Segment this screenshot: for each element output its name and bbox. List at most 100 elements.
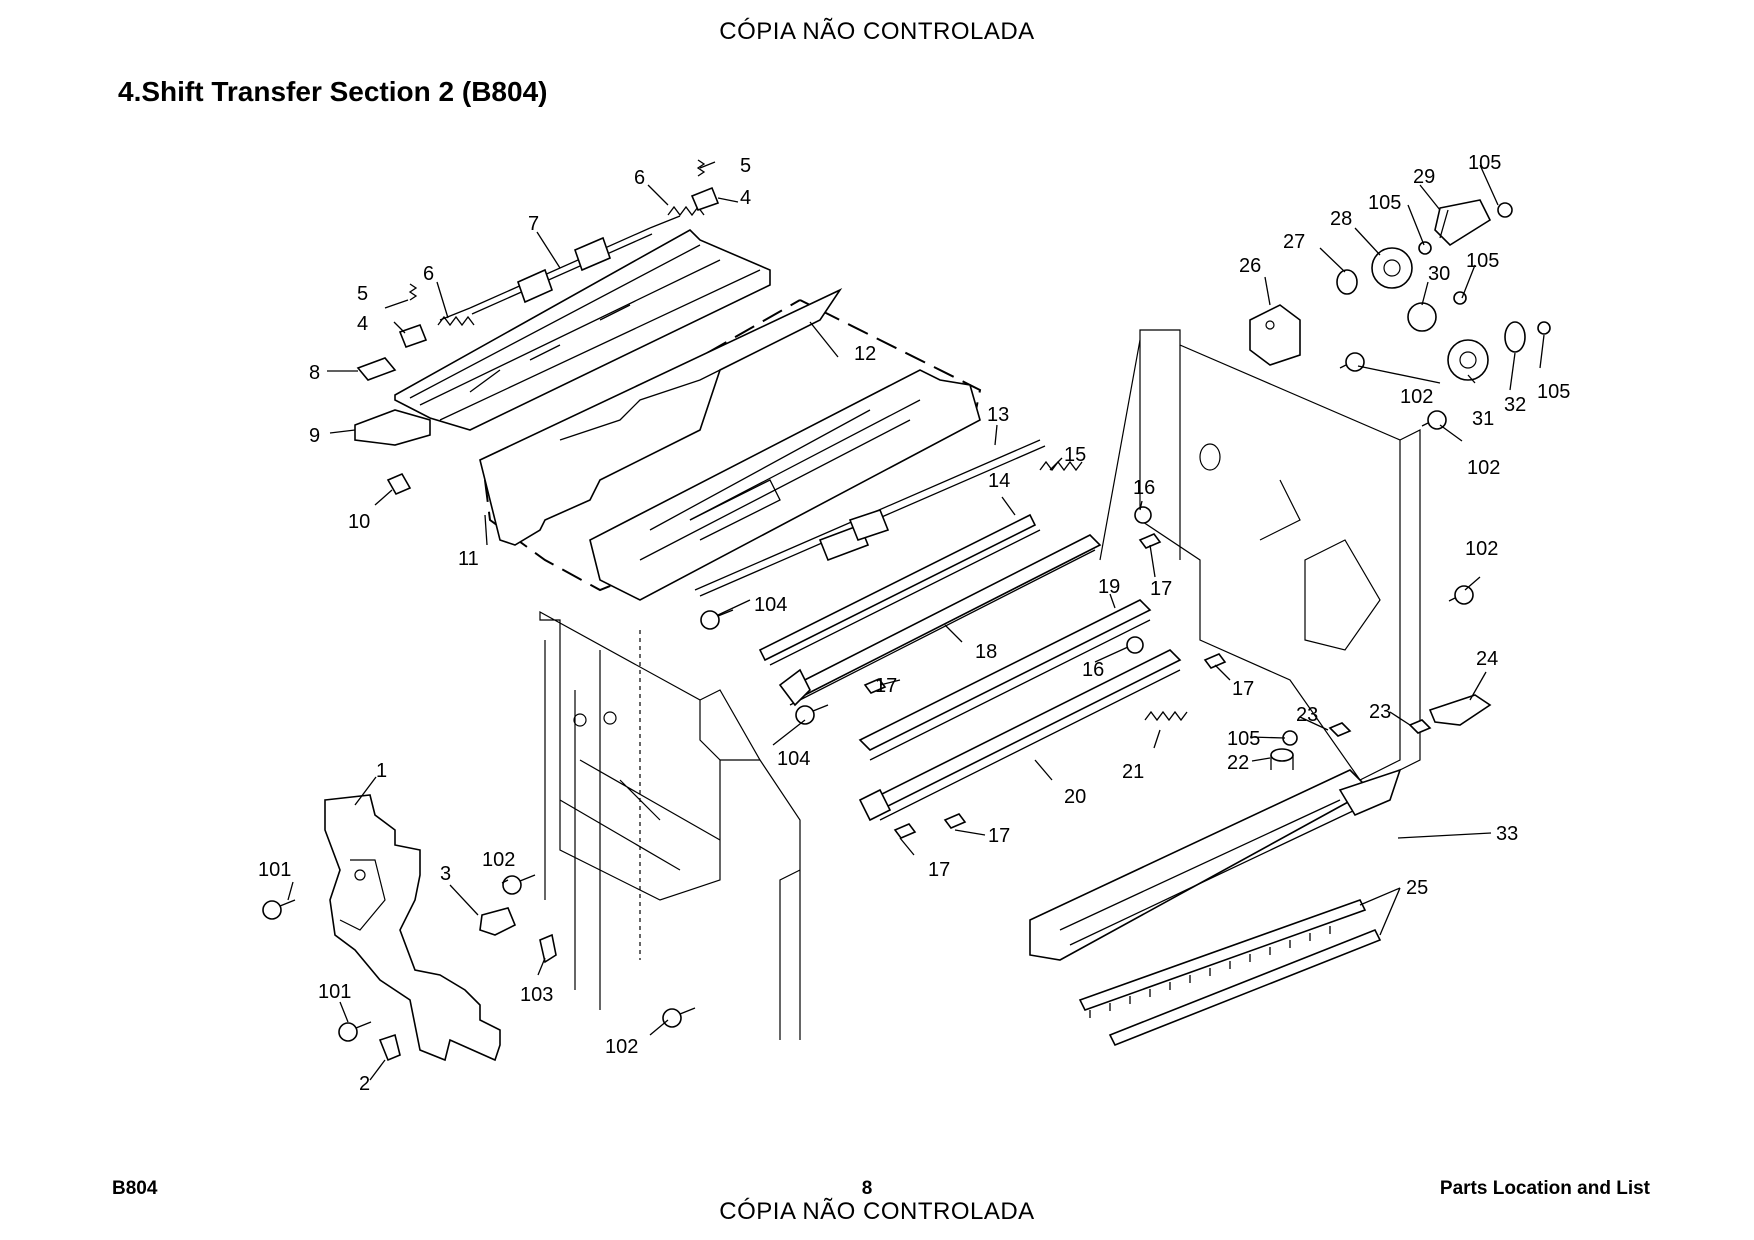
callout-3: 3 bbox=[440, 863, 451, 885]
watermark-stamp-bottom: CÓPIA NÃO CONTROLADA bbox=[719, 1198, 1035, 1225]
guide-19 bbox=[858, 599, 1152, 761]
lower-guide-tray bbox=[589, 369, 981, 601]
callout-101: 101 bbox=[318, 981, 351, 1003]
spring-and-bushing-right bbox=[667, 159, 720, 217]
left-side-frame bbox=[539, 610, 801, 1040]
footer-section-title: Parts Location and List bbox=[1439, 1178, 1650, 1199]
bearing-27 bbox=[1336, 269, 1358, 295]
page-title: 4.Shift Transfer Section 2 (B804) bbox=[118, 76, 548, 107]
callout-32: 32 bbox=[1504, 394, 1526, 416]
upper-transport-cover bbox=[394, 229, 771, 431]
callout-2: 2 bbox=[359, 1073, 370, 1095]
collar-16-upper bbox=[1134, 506, 1152, 524]
callout-102: 102 bbox=[1467, 457, 1500, 479]
transport-shaft bbox=[694, 439, 1046, 597]
sensor-23-lower bbox=[1328, 722, 1352, 737]
clips-17 bbox=[863, 533, 1227, 839]
callout-27: 27 bbox=[1283, 231, 1305, 253]
lever-9 bbox=[354, 409, 431, 446]
callout-16: 16 bbox=[1082, 659, 1104, 681]
callout-30: 30 bbox=[1428, 263, 1450, 285]
callout-105: 105 bbox=[1227, 728, 1260, 750]
callout-6: 6 bbox=[634, 167, 645, 189]
callout-18: 18 bbox=[975, 641, 997, 663]
callout-102: 102 bbox=[1465, 538, 1498, 560]
guide-18 bbox=[778, 534, 1102, 707]
callout-17: 17 bbox=[875, 675, 897, 697]
callout-7: 7 bbox=[528, 213, 539, 235]
callout-13: 13 bbox=[987, 404, 1009, 426]
clip-103 bbox=[539, 933, 557, 964]
callout-19: 19 bbox=[1098, 576, 1120, 598]
callout-26: 26 bbox=[1239, 255, 1261, 277]
callout-17: 17 bbox=[1150, 578, 1172, 600]
collar-16-lower bbox=[1126, 636, 1144, 654]
callout-105: 105 bbox=[1537, 381, 1570, 403]
callout-14: 14 bbox=[988, 470, 1010, 492]
callout-102: 102 bbox=[605, 1036, 638, 1058]
footer-model-number: B804 bbox=[112, 1178, 158, 1199]
callout-22: 22 bbox=[1227, 752, 1249, 774]
callout-20: 20 bbox=[1064, 786, 1086, 808]
callout-17: 17 bbox=[1232, 678, 1254, 700]
callout-4: 4 bbox=[357, 313, 368, 335]
callout-6: 6 bbox=[423, 263, 434, 285]
bracket-24 bbox=[1428, 694, 1492, 726]
feed-roller-shaft bbox=[439, 215, 681, 321]
callout-105: 105 bbox=[1466, 250, 1499, 272]
callout-labels: 1 2 3 4 4 5 5 6 6 7 8 9 10 11 12 13 14 1… bbox=[258, 152, 1570, 1095]
bracket-1 bbox=[324, 794, 501, 1062]
callout-10: 10 bbox=[348, 511, 370, 533]
callout-23: 23 bbox=[1296, 704, 1318, 726]
callout-5: 5 bbox=[740, 155, 751, 177]
guide-20 bbox=[858, 649, 1182, 822]
callout-8: 8 bbox=[309, 362, 320, 384]
callout-28: 28 bbox=[1330, 208, 1352, 230]
actuator-8 bbox=[356, 357, 397, 381]
callout-4: 4 bbox=[740, 187, 751, 209]
callout-103: 103 bbox=[520, 984, 553, 1006]
pulley-32 bbox=[1504, 321, 1526, 353]
screws-104 bbox=[700, 609, 829, 725]
callout-9: 9 bbox=[309, 425, 320, 447]
lever-3 bbox=[479, 907, 517, 936]
upper-guide-plate bbox=[479, 288, 843, 546]
leader-lines bbox=[287, 161, 1545, 1081]
callout-16: 16 bbox=[1133, 477, 1155, 499]
callout-104: 104 bbox=[777, 748, 810, 770]
callout-31: 31 bbox=[1472, 408, 1494, 430]
arm-29 bbox=[1434, 199, 1492, 247]
right-side-frame bbox=[1099, 329, 1421, 781]
callout-29: 29 bbox=[1413, 166, 1435, 188]
callout-105: 105 bbox=[1468, 152, 1501, 174]
callout-12: 12 bbox=[854, 343, 876, 365]
callout-102: 102 bbox=[482, 849, 515, 871]
screws-102 bbox=[502, 352, 1474, 1028]
callout-23: 23 bbox=[1369, 701, 1391, 723]
gear-bracket-26 bbox=[1249, 304, 1301, 366]
footer-page-number: 8 bbox=[861, 1178, 873, 1199]
spring-15 bbox=[1039, 460, 1083, 472]
screws-101 bbox=[262, 899, 372, 1042]
callout-1: 1 bbox=[376, 760, 387, 782]
callout-101: 101 bbox=[258, 859, 291, 881]
sensor-23-upper bbox=[1408, 719, 1432, 734]
transfer-guide-33 bbox=[1029, 768, 1402, 961]
gear-28 bbox=[1371, 247, 1413, 289]
stopper-10 bbox=[386, 472, 412, 496]
callout-105: 105 bbox=[1368, 192, 1401, 214]
callout-33: 33 bbox=[1496, 823, 1518, 845]
spring-21 bbox=[1144, 710, 1188, 722]
bushing-22 bbox=[1270, 748, 1294, 770]
discharge-brush-25 bbox=[1078, 899, 1382, 1047]
callout-17: 17 bbox=[988, 825, 1010, 847]
callout-21: 21 bbox=[1122, 761, 1144, 783]
cover-2 bbox=[378, 1033, 401, 1062]
callout-15: 15 bbox=[1064, 444, 1086, 466]
watermark-stamp-top: CÓPIA NÃO CONTROLADA bbox=[719, 18, 1035, 45]
callout-11: 11 bbox=[458, 548, 479, 570]
spring-and-bushing-left bbox=[398, 283, 475, 349]
callout-102: 102 bbox=[1400, 386, 1433, 408]
e-rings-105 bbox=[1282, 202, 1551, 746]
